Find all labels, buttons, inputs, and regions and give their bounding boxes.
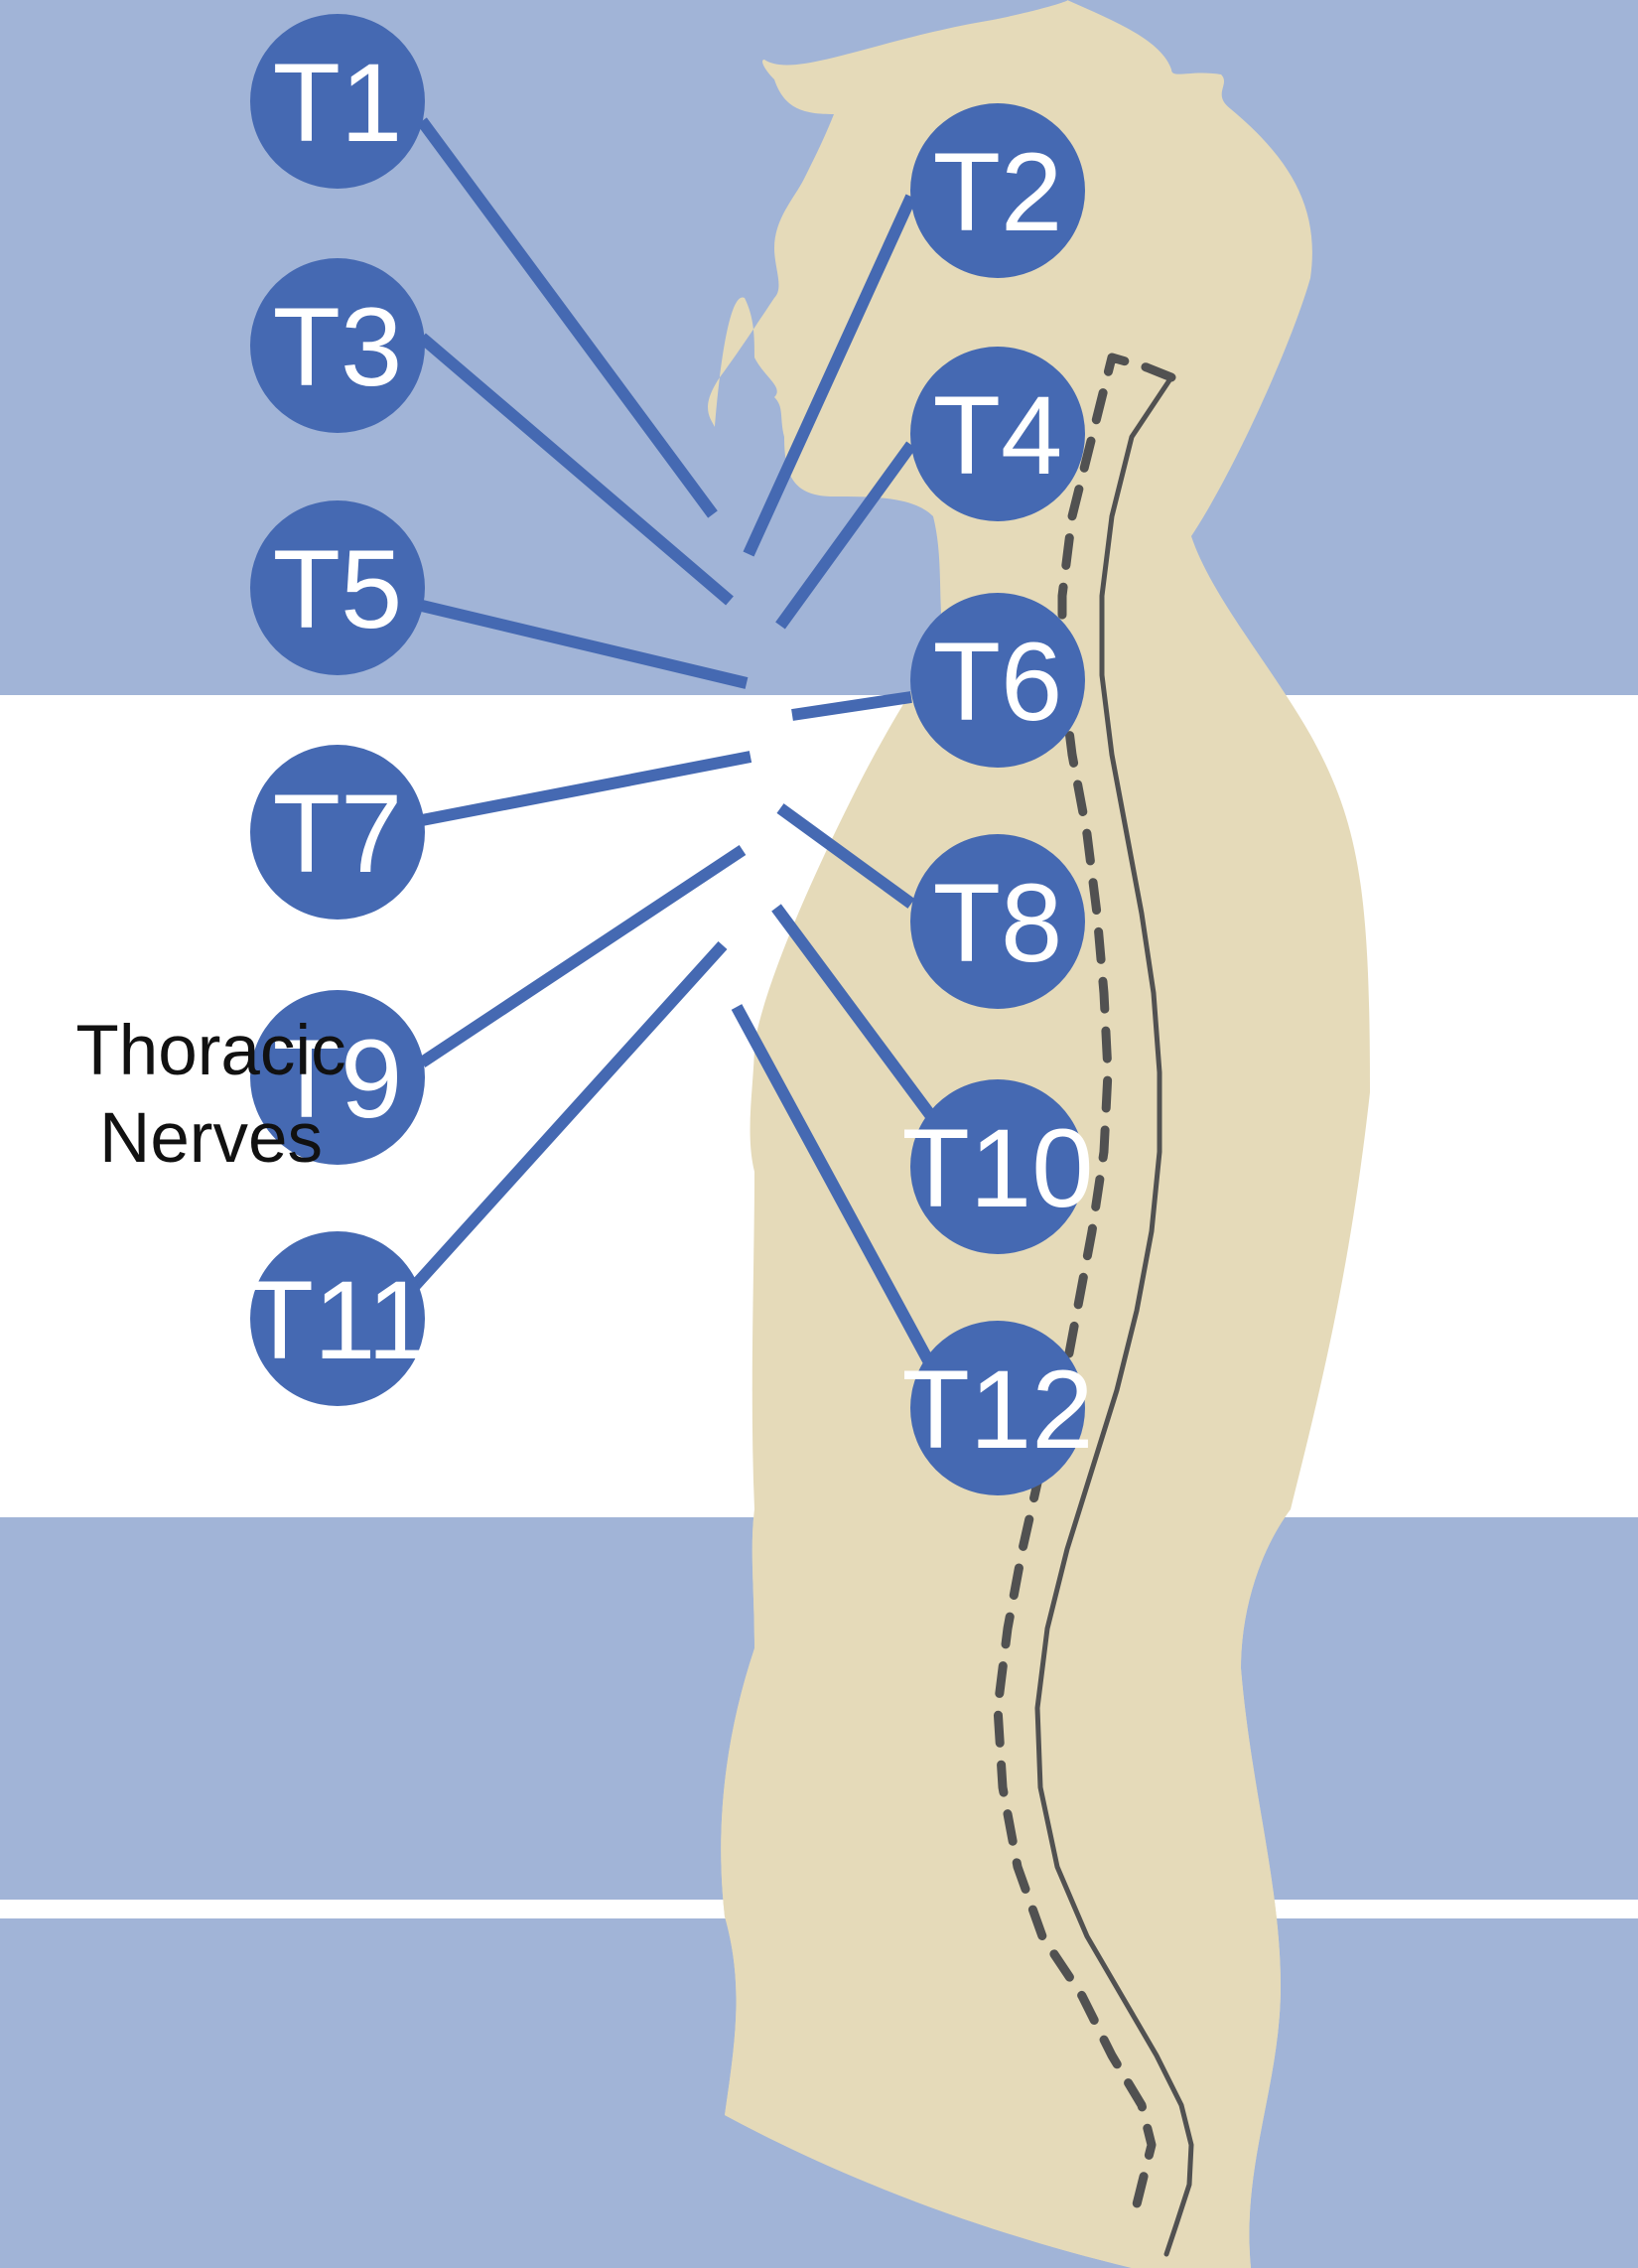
nerve-badge-circle	[910, 1079, 1085, 1254]
nerve-badge-t6: T6	[910, 593, 1085, 768]
nerve-badge-circle	[250, 258, 425, 433]
nerve-badge-t3: T3	[250, 258, 425, 433]
nerve-line-t10	[771, 904, 936, 1120]
caption-line-1: Thoracic	[75, 1012, 346, 1090]
nerve-line-t12	[731, 1004, 935, 1365]
nerve-badge-label: T12	[902, 1347, 1094, 1472]
nerve-line-t8	[776, 803, 915, 909]
nerve-badge-circle	[250, 745, 425, 920]
nerve-badge-t11: T11	[246, 1231, 430, 1406]
nerve-badge-label: T1	[273, 41, 403, 165]
nerve-badge-t12: T12	[902, 1321, 1094, 1495]
nerve-badge-label: T4	[933, 373, 1063, 497]
nerve-line-t9	[418, 844, 747, 1068]
nerve-badge-circle	[910, 347, 1085, 521]
nerve-badge-circle	[910, 593, 1085, 768]
nerve-line-t5	[420, 600, 749, 689]
nerve-line-t3	[418, 333, 734, 606]
nerve-badge-circle	[910, 834, 1085, 1009]
nerve-badge-t8: T8	[910, 834, 1085, 1009]
diagram-caption: Thoracic Nerves	[40, 1008, 382, 1183]
nerve-badge-t4: T4	[910, 347, 1085, 521]
nerve-badge-label: T11	[246, 1258, 430, 1382]
nerve-line-t2	[743, 194, 917, 557]
nerve-badge-label: T2	[933, 130, 1063, 254]
nerve-badge-circle	[250, 500, 425, 675]
nerve-badge-t2: T2	[910, 103, 1085, 278]
nerve-badge-t9: T9	[250, 990, 425, 1165]
nerve-line-t4	[775, 441, 916, 630]
nerve-badge-t10: T10	[902, 1079, 1094, 1254]
nerve-lines	[407, 117, 936, 1365]
nerve-badge-t5: T5	[250, 500, 425, 675]
nerve-badge-circle	[910, 1321, 1085, 1495]
nerve-badge-label: T9	[273, 1017, 403, 1141]
nerve-badge-circle	[250, 1231, 425, 1406]
nerve-line-t11	[407, 940, 728, 1294]
nerve-badge-circle	[910, 103, 1085, 278]
caption-line-2: Nerves	[99, 1099, 323, 1178]
nerve-badge-t1: T1	[250, 14, 425, 189]
nerve-badge-t7: T7	[250, 745, 425, 920]
nerve-line-t1	[417, 117, 718, 518]
nerve-badge-circle	[250, 990, 425, 1165]
nerve-badge-circle	[250, 14, 425, 189]
nerve-line-t7	[420, 751, 752, 826]
nerve-badge-label: T7	[273, 772, 403, 896]
nerve-badge-label: T3	[273, 285, 403, 409]
spine-outline	[993, 353, 1194, 2257]
nerve-badge-label: T8	[933, 861, 1063, 985]
nerve-badge-label: T6	[933, 620, 1063, 744]
vertebrae-column	[993, 353, 1176, 2229]
nerve-badge-label: T5	[273, 527, 403, 651]
nerve-line-t6	[791, 691, 912, 721]
spinal-cord	[1034, 374, 1194, 2257]
nerve-badge-label: T10	[902, 1106, 1094, 1230]
